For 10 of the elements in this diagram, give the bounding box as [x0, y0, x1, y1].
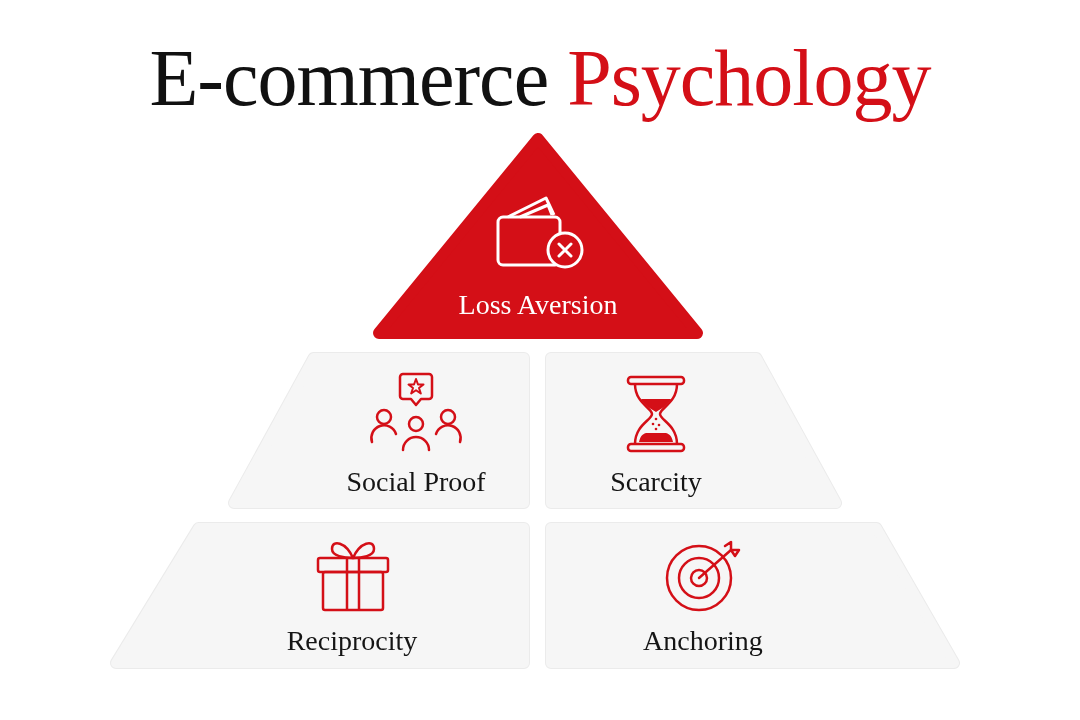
pyramid-tier-panel	[545, 352, 842, 509]
tier-label: Social Proof	[346, 466, 486, 498]
tier-label: Scarcity	[610, 466, 702, 498]
pyramid-tier-panel	[228, 352, 530, 509]
pyramid-top-triangle	[373, 133, 703, 339]
pyramid-tier-panel	[110, 522, 530, 669]
tier-label: Reciprocity	[286, 625, 418, 657]
pyramid-tier-panel	[545, 522, 960, 669]
tier-label: Loss Aversion	[458, 289, 618, 321]
tier-label: Anchoring	[643, 625, 763, 657]
